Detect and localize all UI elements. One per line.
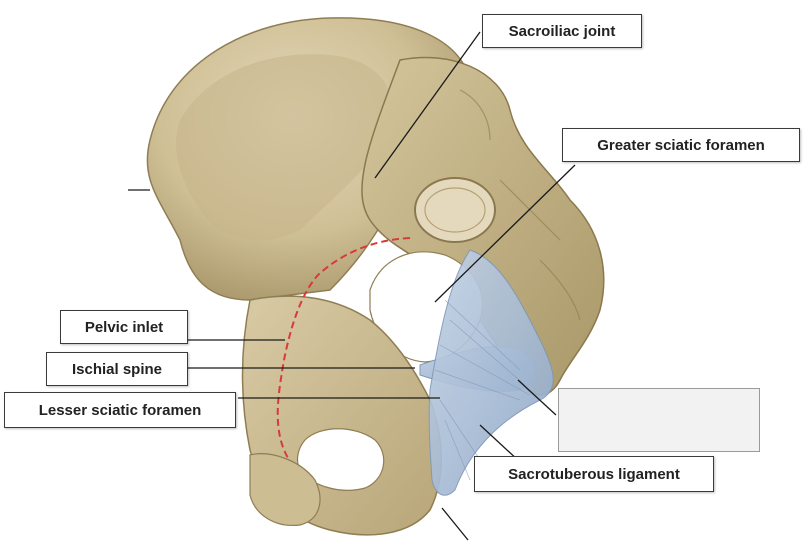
ligament-fibers	[434, 299, 531, 481]
iliac-fossa-shadow	[176, 54, 393, 241]
blank-answer-box[interactable]	[558, 388, 760, 452]
label-ischial-spine: Ischial spine	[46, 352, 188, 386]
pubic-body	[249, 453, 321, 527]
label-sacroiliac-joint: Sacroiliac joint	[482, 14, 642, 48]
leader-blank	[517, 379, 557, 416]
label-pelvic-inlet: Pelvic inlet	[60, 310, 188, 344]
leader-sacrotuberous	[479, 424, 521, 463]
label-lesser-sciatic-foramen: Lesser sciatic foramen	[4, 392, 236, 428]
leader-greater-sciatic	[434, 164, 576, 303]
leader-sacroiliac	[374, 31, 481, 179]
pelvic-inlet-line	[276, 237, 411, 459]
leader-lines	[128, 31, 576, 541]
sacral-body-rim	[424, 187, 486, 233]
leader-bottom	[441, 507, 469, 541]
label-greater-sciatic-foramen: Greater sciatic foramen	[562, 128, 800, 162]
sacrotuberous-ligament	[428, 249, 554, 496]
obturator-foramen	[296, 428, 385, 491]
sacral-texture	[459, 89, 581, 321]
label-sacrotuberous-ligament: Sacrotuberous ligament	[474, 456, 714, 492]
